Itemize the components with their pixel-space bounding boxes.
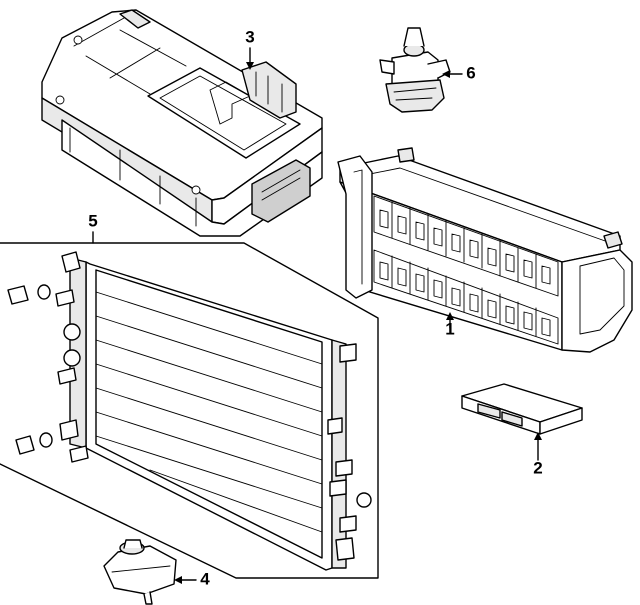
callout-3: 3 (245, 27, 255, 70)
radiator (55, 251, 357, 571)
coolant-pump (379, 27, 451, 113)
callout-4-label: 4 (200, 569, 210, 588)
callout-1-label: 1 (445, 319, 454, 338)
radiator-assembly-box (0, 242, 379, 579)
callout-6: 6 (442, 63, 476, 82)
callout-6-label: 6 (466, 63, 475, 82)
callout-4: 4 (174, 569, 210, 588)
callout-2-label: 2 (533, 458, 542, 477)
battery-cells-lower (373, 249, 559, 345)
callout-3-label: 3 (245, 27, 254, 46)
callout-2: 2 (533, 432, 543, 477)
drain-plug-and-seals (7, 284, 372, 508)
inverter-module (41, 9, 323, 237)
battery-pack (337, 147, 633, 353)
callout-5-label: 5 (88, 211, 97, 230)
callout-1: 1 (445, 312, 455, 338)
battery-cells-upper (373, 195, 559, 297)
callout-5: 5 (88, 211, 98, 244)
battery-control-module (461, 383, 583, 435)
coolant-reservoir (103, 539, 177, 605)
